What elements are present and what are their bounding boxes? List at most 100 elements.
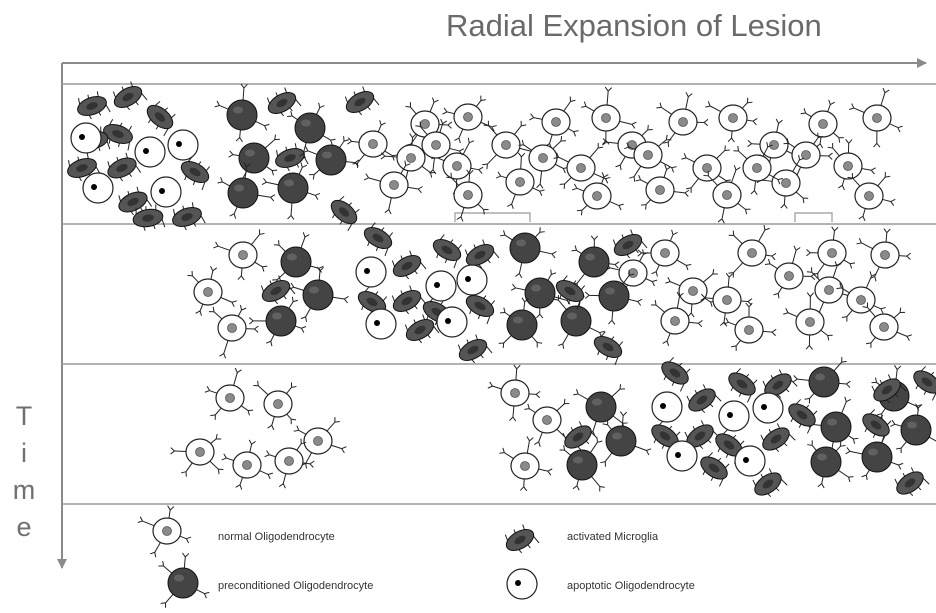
apoptotic-oligodendrocyte-cell	[456, 264, 488, 296]
normal-oligodendrocyte-cell	[446, 169, 489, 222]
apoptotic-oligodendrocyte-cell	[70, 122, 102, 154]
apoptotic-oligodendrocyte-cell	[167, 129, 199, 161]
normal-oligodendrocyte-cell	[700, 272, 753, 327]
preconditioned-oligodendrocyte-cell	[845, 429, 904, 481]
activated-microglia-cell	[465, 290, 496, 325]
normal-oligodendrocyte-cell	[137, 505, 192, 558]
activated-microglia-cell	[330, 195, 360, 232]
activated-microglia-cell	[715, 429, 745, 464]
preconditioned-oligodendrocyte-cell	[553, 294, 605, 349]
normal-oligodendrocyte-cell	[482, 120, 536, 170]
apoptotic-oligodendrocyte-cell	[134, 136, 166, 168]
activated-microglia-cell	[132, 204, 166, 231]
preconditioned-oligodendrocyte-cell	[600, 411, 652, 467]
normal-oligodendrocyte-cell	[856, 228, 912, 282]
activated-microglia-cell	[103, 119, 133, 151]
row-bracket	[454, 212, 531, 222]
normal-oligodendrocyte-cell	[651, 291, 703, 346]
row-bracket	[794, 212, 833, 222]
activated-microglia-cell	[684, 420, 720, 450]
activated-microglia-cell	[432, 234, 463, 269]
legend-label-preconditioned: preconditioned Oligodendrocyte	[218, 580, 374, 592]
activated-microglia-cell	[871, 374, 907, 404]
normal-oligodendrocyte-cell	[253, 380, 297, 431]
activated-microglia-cell	[266, 87, 302, 117]
normal-oligodendrocyte-cell	[221, 439, 274, 490]
normal-oligodendrocyte-cell	[293, 417, 347, 469]
normal-oligodendrocyte-cell	[862, 302, 912, 348]
preconditioned-oligodendrocyte-cell	[158, 552, 210, 608]
preconditioned-oligodendrocyte-cell	[272, 232, 324, 285]
normal-oligodendrocyte-cell	[800, 99, 844, 149]
time-letter: T	[15, 401, 33, 431]
legend-label-apoptotic: apoptotic Oligodendrocyte	[567, 580, 695, 592]
normal-oligodendrocyte-cell	[553, 142, 611, 190]
apoptotic-oligodendrocyte-cell	[82, 172, 114, 204]
activated-microglia-cell	[894, 467, 930, 497]
time-axis-label: T i m e	[11, 398, 37, 546]
preconditioned-oligodendrocyte-cell	[214, 83, 270, 143]
apoptotic-oligodendrocyte-cell	[752, 392, 784, 424]
normal-oligodendrocyte-cell	[656, 92, 709, 148]
activated-microglia-cell	[686, 384, 722, 414]
normal-oligodendrocyte-cell	[442, 95, 497, 144]
activated-microglia-cell	[752, 468, 788, 498]
normal-oligodendrocyte-cell	[581, 86, 637, 145]
normal-oligodendrocyte-cell	[204, 367, 254, 420]
normal-oligodendrocyte-cell	[487, 364, 541, 422]
activated-microglia-cell	[728, 368, 758, 403]
normal-oligodendrocyte-cell	[571, 172, 624, 216]
time-letter: m	[12, 475, 36, 505]
apoptotic-oligodendrocyte-cell	[150, 176, 182, 208]
apoptotic-oligodendrocyte-cell	[355, 256, 387, 288]
normal-oligodendrocyte-cell	[624, 134, 677, 182]
activated-microglia-cell	[913, 366, 936, 401]
activated-microglia-cell	[391, 285, 427, 315]
activated-microglia-cell	[593, 331, 624, 366]
activated-microglia-cell	[404, 314, 440, 344]
activated-microglia-cell	[118, 186, 153, 216]
normal-oligodendrocyte-cell	[733, 141, 784, 196]
normal-oligodendrocyte-cell	[495, 152, 545, 209]
apoptotic-oligodendrocyte-cell	[436, 306, 468, 338]
normal-oligodendrocyte-cell	[264, 438, 315, 489]
preconditioned-oligodendrocyte-cell	[499, 227, 557, 279]
normal-oligodendrocyte-cell	[703, 165, 751, 224]
activated-microglia-cell	[180, 156, 211, 191]
preconditioned-oligodendrocyte-cell	[228, 134, 280, 185]
preconditioned-oligodendrocyte-cell	[498, 297, 543, 349]
normal-oligodendrocyte-cell	[363, 160, 423, 215]
apoptotic-oligodendrocyte-cell	[734, 445, 766, 477]
normal-oligodendrocyte-cell	[665, 269, 718, 318]
activated-microglia-cell	[107, 152, 142, 182]
activated-microglia-cell	[504, 524, 540, 554]
normal-oligodendrocyte-cell	[847, 172, 896, 222]
time-letter: i	[21, 438, 27, 468]
activated-microglia-cell	[260, 275, 296, 305]
normal-oligodendrocyte-cell	[529, 96, 579, 149]
apoptotic-oligodendrocyte-cell	[425, 270, 457, 302]
preconditioned-oligodendrocyte-cell	[261, 162, 321, 220]
normal-oligodendrocyte-cell	[635, 164, 690, 210]
normal-oligodendrocyte-cell	[681, 145, 731, 193]
activated-microglia-cell	[700, 452, 730, 487]
normal-oligodendrocyte-cell	[187, 266, 237, 316]
activated-microglia-cell	[344, 86, 380, 116]
activated-microglia-cell	[146, 100, 176, 137]
preconditioned-oligodendrocyte-cell	[571, 235, 620, 289]
preconditioned-oligodendrocyte-cell	[808, 396, 859, 457]
activated-microglia-cell	[555, 275, 586, 310]
activated-microglia-cell	[788, 399, 818, 434]
activated-microglia-cell	[457, 334, 493, 364]
activated-microglia-cell	[760, 423, 796, 453]
normal-oligodendrocyte-cell	[783, 292, 833, 350]
normal-oligodendrocyte-cell	[827, 139, 876, 191]
normal-oligodendrocyte-cell	[213, 229, 268, 281]
normal-oligodendrocyte-cell	[764, 245, 816, 299]
apoptotic-oligodendrocyte-cell	[365, 308, 397, 340]
normal-oligodendrocyte-cell	[637, 229, 692, 277]
normal-oligodendrocyte-cell	[806, 226, 856, 279]
preconditioned-oligodendrocyte-cell	[248, 296, 307, 347]
activated-microglia-cell	[275, 143, 309, 172]
